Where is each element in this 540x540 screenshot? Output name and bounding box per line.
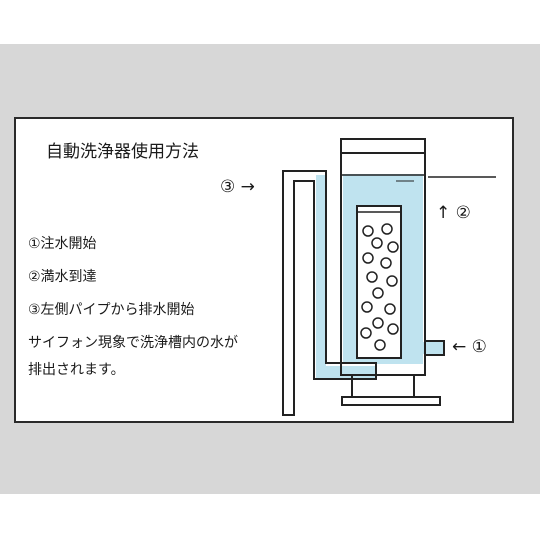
siphon-outlet-label: ③ →	[220, 177, 255, 197]
siphon-pipe-water	[316, 175, 326, 375]
instruction-card: 自動洗浄器使用方法 ①注水開始 ②満水到達 ③左側パイプから排水開始 サイフォン…	[14, 117, 514, 423]
step-2: ②満水到達	[28, 269, 97, 285]
inlet-pipe	[425, 340, 445, 356]
basket-items	[360, 223, 399, 351]
water-level-label: ↑ ②	[436, 203, 471, 223]
inlet-pipe-water	[421, 342, 443, 354]
step-3: ③左側パイプから排水開始	[28, 302, 195, 318]
step-note-line-2: 排出されます。	[28, 362, 125, 378]
page-title: 自動洗浄器使用方法	[46, 142, 199, 162]
water-inlet-label: ← ①	[452, 337, 487, 357]
step-list: ①注水開始 ②満水到達 ③左側パイプから排水開始 サイフォン現象で洗浄槽内の水が…	[28, 235, 238, 394]
step-note-line-1: サイフォン現象で洗浄槽内の水が	[28, 335, 238, 351]
base-plate	[341, 396, 441, 406]
step-1: ①注水開始	[28, 236, 97, 252]
washer-diagram	[282, 138, 496, 416]
tank-outline	[340, 138, 426, 376]
siphon-pipe	[282, 170, 377, 416]
